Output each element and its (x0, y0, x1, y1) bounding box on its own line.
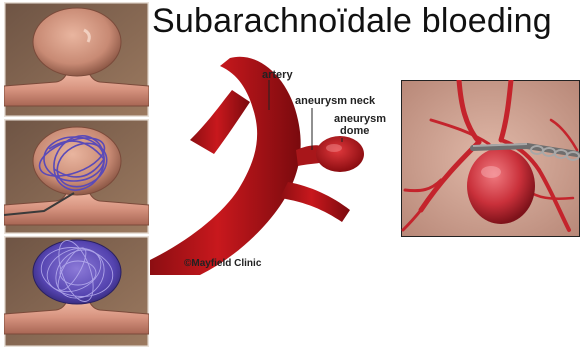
label-artery: artery (262, 69, 293, 81)
label-aneurysm-dome-line1: aneurysm (334, 113, 386, 125)
surgical-clip-photo (401, 80, 580, 237)
coil-insertion-illustration (4, 119, 149, 234)
label-aneurysm-neck: aneurysm neck (295, 95, 375, 107)
slide-title: Subarachnoïdale bloeding (152, 2, 552, 41)
image-credit: ©Mayfield Clinic (184, 258, 261, 270)
label-aneurysm-dome-line2: dome (340, 125, 369, 137)
coiled-aneurysm-illustration (4, 236, 149, 347)
artery-aneurysm-diagram: artery aneurysm neck aneurysm dome ©Mayf… (150, 50, 400, 275)
aneurysm-sac-illustration (4, 2, 149, 117)
